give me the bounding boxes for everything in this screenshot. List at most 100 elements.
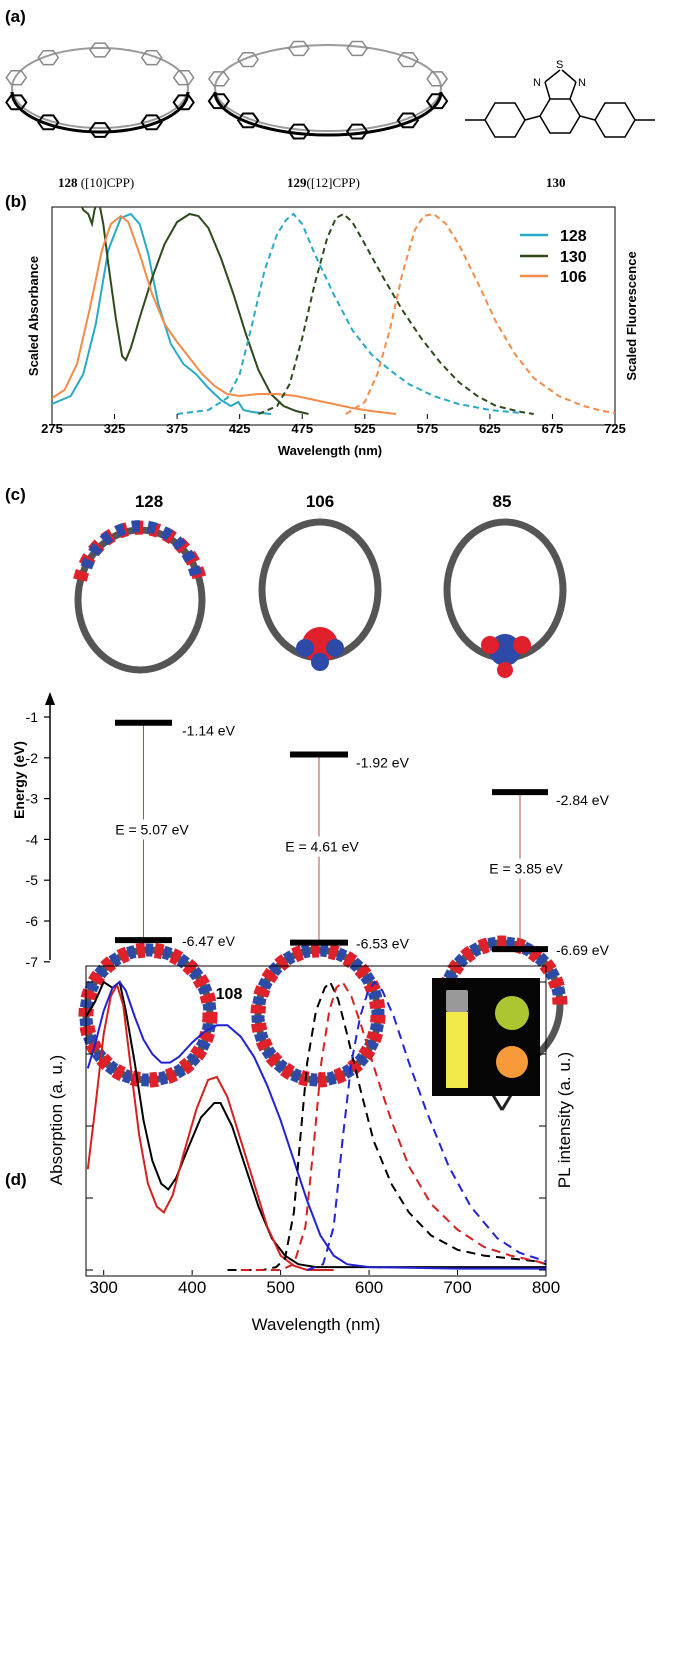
homo-energy-label-106: -6.53 eV [356, 936, 410, 952]
chart-d-series-PL-5 [306, 980, 546, 1271]
gap-energy-label-106: E = 4.61 eV [285, 839, 359, 855]
orbital-128-homo [78, 942, 218, 1088]
chart-d-x-tick-label: 400 [178, 1278, 206, 1297]
phenyl-ring-icon [236, 112, 260, 129]
energy-axis-arrow [45, 692, 55, 705]
phenyl-ring-icon [346, 40, 369, 57]
phenyl-ring-icon [5, 94, 28, 111]
molecule-129-drawing [207, 40, 449, 140]
panel-a: (a) S N N 128 ([10]CPP) 129([ [5, 7, 655, 190]
chart-b-series-group [52, 207, 615, 415]
phenyl-ring-icon [237, 51, 260, 68]
legend-label-106: 106 [560, 269, 587, 286]
energy-tick-label: -6 [26, 913, 39, 929]
chart-b-frame [51, 206, 616, 426]
energy-levels-group: -1.14 eV-6.47 eVE = 5.07 eV-1.92 eV-6.53… [100, 719, 610, 958]
chart-b-x-tick-label: 375 [166, 421, 188, 436]
inset-photo [432, 978, 540, 1096]
gap-label-background-85 [474, 858, 578, 879]
atom-n-right-label: N [578, 77, 586, 89]
chart-b-series-fluorescence-4 [258, 212, 534, 415]
chart-d-ylabel: Absorption (a. u.) [47, 1055, 66, 1185]
phenyl-ring-icon [207, 93, 231, 110]
chart-d-series-absorption-2 [86, 980, 546, 1270]
chart-b-xlabel: Wavelength (nm) [278, 443, 382, 458]
chart-d-ylabel-right: PL intensity (a. u.) [555, 1052, 574, 1188]
gap-energy-label-85: E = 3.85 eV [489, 861, 563, 877]
chart-d-series-group [86, 980, 546, 1271]
chart-b-ylabel-right: Scaled Fluorescence [624, 251, 639, 380]
chart-b-x-tick-label: 425 [229, 421, 251, 436]
orbital-85-lumo [443, 518, 567, 678]
lumo-energy-label-128: -1.14 eV [182, 723, 236, 739]
phenyl-ring-icon [396, 51, 419, 68]
column-title-128: 128 [135, 492, 163, 511]
chart-b-x-tick-label: 725 [604, 421, 626, 436]
energy-tick-label: -7 [26, 954, 39, 970]
energy-axis-ticks: -1-2-3-4-5-6-7 [26, 709, 50, 970]
chart-d-series-PL-3 [227, 980, 546, 1271]
chart-b-series-absorbance-2 [52, 214, 397, 415]
chart-b-ylabel: Scaled Absorbance [26, 256, 41, 376]
phenyl-ring-icon [37, 49, 60, 66]
energy-tick-label: -5 [26, 872, 39, 888]
panel-c: (c) 128 106 85 [5, 485, 610, 1111]
molecule-128-drawing [5, 42, 195, 138]
gap-label-background-128 [100, 819, 204, 840]
chart-b-x-tick-label: 325 [104, 421, 126, 436]
vial-cap-image [446, 990, 468, 1012]
phenyl-ring-icon [5, 69, 28, 86]
gap-energy-label-128: E = 5.07 eV [115, 821, 189, 837]
phenyl-ring-icon [396, 112, 420, 129]
panel-d-tag: (d) [5, 1170, 27, 1189]
compound-128-caption: 128 ([10]CPP) [58, 175, 134, 190]
compound-130-caption: 130 [546, 175, 566, 190]
phenyl-ring-icon [37, 114, 60, 131]
phenyl-ring-icon [88, 122, 112, 138]
chart-b-x-tick-label: 675 [542, 421, 564, 436]
phenyl-ring-icon [287, 123, 311, 140]
column-title-106: 106 [306, 492, 334, 511]
chart-d-title: 108 [216, 986, 243, 1003]
column-title-85: 85 [493, 492, 512, 511]
vial-yellow-solution-image [446, 1012, 468, 1088]
phenyl-ring-icon [287, 40, 310, 57]
chart-d-series-PL-4 [240, 980, 546, 1271]
phenyl-ring-icon [425, 93, 449, 110]
chart-b-legend: 128 130 106 [520, 228, 587, 286]
phenyl-ring-icon [140, 49, 163, 66]
phenyl-ring-icon [426, 71, 449, 87]
energy-tick-label: -3 [26, 791, 39, 807]
lumo-energy-label-106: -1.92 eV [356, 755, 410, 771]
chart-b-x-tick-label: 625 [479, 421, 501, 436]
chart-d-x-tick-label: 800 [532, 1278, 560, 1297]
chart-b-x-tick-label: 525 [354, 421, 376, 436]
phenyl-ring-icon [172, 69, 195, 86]
compound-129-caption: 129([12]CPP) [287, 175, 360, 190]
chart-b-series-absorbance-1 [80, 207, 309, 415]
legend-label-130: 130 [560, 249, 587, 266]
atom-n-left-label: N [533, 77, 541, 89]
panel-a-tag: (a) [5, 7, 26, 26]
legend-label-128: 128 [560, 228, 587, 245]
molecule-130-drawing [465, 69, 655, 138]
phenyl-ring-icon [345, 123, 369, 140]
chart-d-xlabel: Wavelength (nm) [252, 1315, 381, 1334]
phenyl-ring-icon [207, 71, 230, 87]
green-emission-film-image [495, 996, 529, 1030]
chart-b-x-tick-label: 575 [416, 421, 438, 436]
chart-d-series-absorption-1 [86, 982, 334, 1271]
atom-s-label: S [556, 59, 563, 71]
chart-b-x-tick-label: 275 [41, 421, 63, 436]
chart-b-x-tick-label: 475 [291, 421, 313, 436]
chart-d-x-tick-label: 700 [443, 1278, 471, 1297]
orbital-106-lumo [258, 518, 382, 671]
energy-axis-label: Energy (eV) [11, 741, 27, 819]
orbital-128-lumo [73, 520, 207, 674]
orbital-106-homo [250, 942, 386, 1088]
phenyl-ring-icon [140, 114, 163, 131]
chart-b-series-fluorescence-5 [345, 212, 615, 415]
homo-energy-label-85: -6.69 eV [556, 942, 610, 958]
